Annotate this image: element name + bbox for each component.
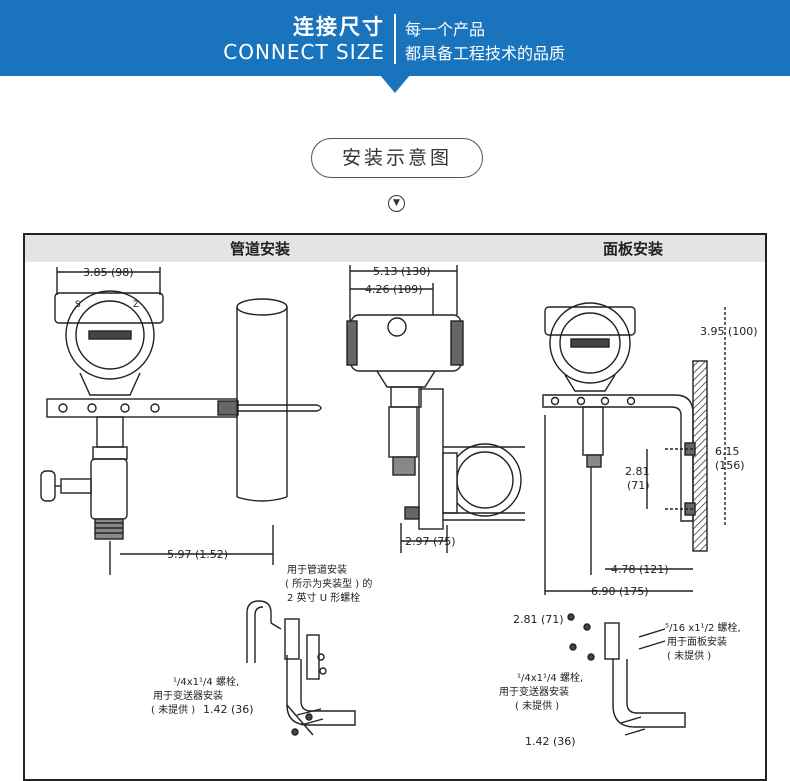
side-label-s: S xyxy=(75,300,81,310)
panel-bolt-b-line1: ¹/4x1¹/4 螺栓, xyxy=(517,671,583,684)
header-divider xyxy=(394,14,396,64)
panel-bolt-a-line3: ( 未提供 ) xyxy=(667,649,711,662)
dim-5-13: 5.13 (130) xyxy=(373,265,431,278)
page-title-cn: 连接尺寸 xyxy=(293,15,385,39)
ubolt-note-line1: 用于管道安装 xyxy=(287,563,347,576)
dim-pipe-1-42: 1.42 (36) xyxy=(203,703,254,716)
installation-diagram: 管道安装 面板安装 xyxy=(23,233,767,781)
header-slogan-line1: 每一个产品 xyxy=(405,20,486,39)
banner-notch xyxy=(380,75,410,93)
panel-bolt-a-line1: ⁵/16 x1¹/2 螺栓, xyxy=(665,621,741,634)
page-title-en: CONNECT SIZE xyxy=(223,40,385,64)
header-banner: 连接尺寸 CONNECT SIZE 每一个产品 都具备工程技术的品质 xyxy=(0,0,790,76)
dim-6-15-mm: (156) xyxy=(715,459,745,472)
dim-4-78: 4.78 (121) xyxy=(611,563,669,576)
panel-bolt-a-line2: 用于面板安装 xyxy=(667,635,727,648)
dim-2-81: 2.81 xyxy=(625,465,650,478)
dim-panel-2-81: 2.81 (71) xyxy=(513,613,564,626)
ubolt-note-line3: 2 英寸 U 形螺栓 xyxy=(287,591,360,604)
dim-2-97: 2.97 (75) xyxy=(405,535,456,548)
pipe-bolt-note-line1: ¹/4x1¹/4 螺栓, xyxy=(173,675,239,688)
dim-2-81-mm: (71) xyxy=(627,479,650,492)
dim-3-95: 3.95 (100) xyxy=(700,325,758,338)
side-label-z: Z xyxy=(133,300,139,310)
dim-4-26: 4.26 (109) xyxy=(365,283,423,296)
dim-6-15: 6.15 xyxy=(715,445,740,458)
technical-drawing: 3.85 (98) S Z 5.97 (1.52) 5.13 (130) 4.2… xyxy=(40,265,758,748)
panel-bolt-b-line3: ( 未提供 ) xyxy=(515,699,559,712)
diagram-header-band xyxy=(25,235,765,262)
section-title-button[interactable]: 安装示意图 xyxy=(311,138,483,178)
pipe-mount-title: 管道安装 xyxy=(230,240,291,258)
header-slogan-line2: 都具备工程技术的品质 xyxy=(405,44,566,63)
dim-6-90: 6.90 (175) xyxy=(591,585,649,598)
panel-bolt-b-line2: 用于变送器安装 xyxy=(499,685,569,698)
ubolt-note-line2: ( 所示为夹装型 ) 的 xyxy=(285,577,372,590)
dim-5-97: 5.97 (1.52) xyxy=(167,548,228,561)
pipe-bolt-note-line3: ( 未提供 ) xyxy=(151,703,195,716)
pipe-bolt-note-line2: 用于变送器安装 xyxy=(153,689,223,702)
panel-mount-title: 面板安装 xyxy=(603,240,664,258)
dim-panel-1-42: 1.42 (36) xyxy=(525,735,576,748)
chevron-down-circle-icon[interactable]: ▼ xyxy=(388,195,405,212)
dim-3-85: 3.85 (98) xyxy=(83,266,134,279)
